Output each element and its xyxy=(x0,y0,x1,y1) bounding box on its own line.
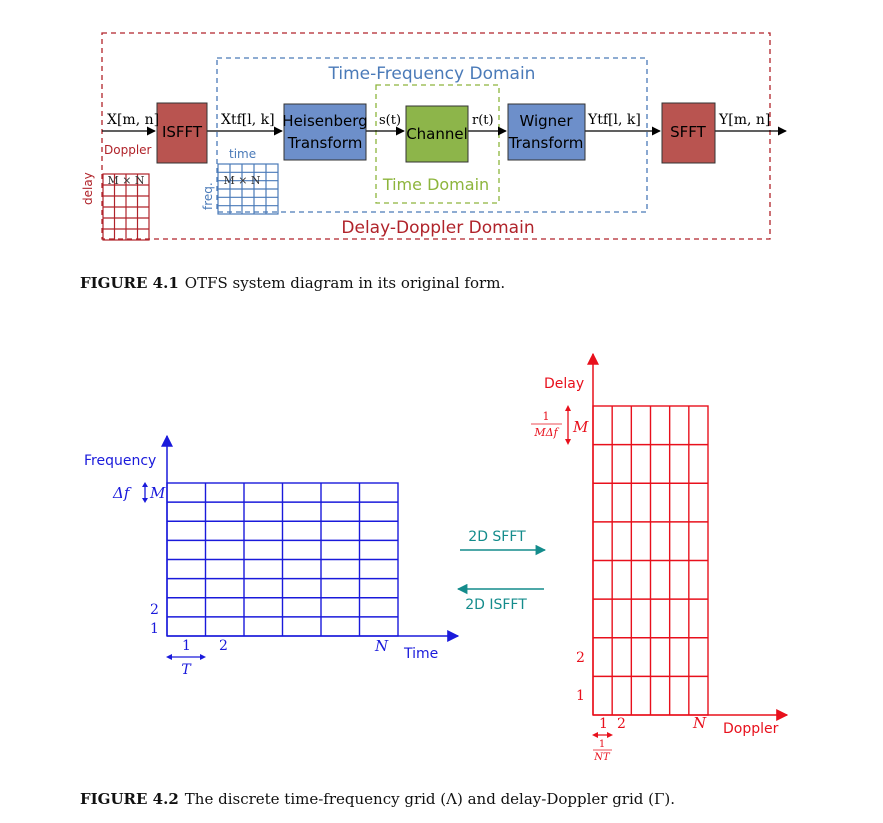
channel-block xyxy=(405,105,469,163)
tf-delta-f-arrowhead-top xyxy=(142,482,148,487)
dd-axis-x-label: Doppler xyxy=(723,721,779,737)
heisenberg-label-line1: Heisenberg xyxy=(282,112,367,130)
dd-m-label: M xyxy=(572,418,589,436)
small-dd-doppler-label: Doppler xyxy=(104,143,152,157)
figure-4-2-caption-label: FIGURE 4.2 xyxy=(80,790,179,808)
inverse-transform-label: 2D ISFFT xyxy=(465,597,527,613)
time-domain-label: Time Domain xyxy=(382,175,489,194)
wigner-block xyxy=(507,103,586,161)
time-frequency-domain-label: Time-Frequency Domain xyxy=(328,64,536,84)
tf-tick-1-y: 1 xyxy=(150,621,159,637)
dd-y-spacing-den: MΔf xyxy=(533,426,559,439)
sfft-label: SFFT xyxy=(670,123,707,141)
delay-doppler-domain-label: Delay-Doppler Domain xyxy=(341,218,534,238)
x-dd-label: X[m, n] xyxy=(107,112,159,128)
tf-x-spacing-arrowhead-right xyxy=(200,654,206,660)
dd-axis-y-label: Delay xyxy=(544,376,584,392)
dd-x-spacing-num: 1 xyxy=(599,739,605,750)
small-tf-time-label: time xyxy=(229,147,256,161)
tf-m-label: M xyxy=(149,484,166,502)
small-dd-grid: Doppler delay M × N xyxy=(81,143,152,241)
tf-delta-f-label: Δf xyxy=(112,484,132,502)
figure-4-1-caption-text: OTFS system diagram in its original form… xyxy=(184,274,506,292)
small-dd-delay-label: delay xyxy=(81,172,95,205)
tf-axis-y-label: Frequency xyxy=(84,453,156,469)
dd-tick-2-y: 2 xyxy=(576,650,585,666)
figure-4-1-caption: FIGURE 4.1 OTFS system diagram in its ori… xyxy=(80,274,505,292)
channel-label: Channel xyxy=(406,125,468,143)
dd-tick-1-y: 1 xyxy=(576,688,585,704)
otfs-system-diagram: Time-Frequency Domain Time Domain Delay-… xyxy=(81,32,787,241)
dd-x-spacing-arrowhead-right xyxy=(607,732,613,738)
dd-x-spacing-den: NT xyxy=(593,752,611,763)
small-tf-mxn: M × N xyxy=(223,174,260,187)
tf-tick-1-x: 1 xyxy=(182,638,191,654)
time-domain-frame xyxy=(375,84,500,204)
time-frequency-domain-frame xyxy=(216,57,648,213)
r-t-label: r(t) xyxy=(472,113,494,128)
figure-4-1-caption-label: FIGURE 4.1 xyxy=(80,274,179,292)
wigner-label-line1: Wigner xyxy=(519,112,573,130)
y-dd-label: Y[m, n] xyxy=(718,112,770,128)
small-dd-mxn: M × N xyxy=(107,174,144,187)
tf-delta-f-arrowhead-bottom xyxy=(142,498,148,503)
dd-y-spacing-num: 1 xyxy=(543,410,550,423)
tf-tick-2-y: 2 xyxy=(150,602,159,618)
dd-grid-plot: Delay Doppler 1 MΔf M 2 1 1 2 N 1 NT xyxy=(531,352,789,763)
wigner-label-line2: Transform xyxy=(508,134,584,152)
dd-tick-2-x: 2 xyxy=(617,716,626,732)
sfft-block xyxy=(661,102,716,164)
figure-4-2-caption-text: The discrete time-frequency grid (Λ) and… xyxy=(184,790,676,808)
s-t-label: s(t) xyxy=(379,113,401,128)
dd-y-spacing-arrowhead-top xyxy=(565,405,571,411)
small-tf-grid: time freq. M × N xyxy=(201,147,279,215)
x-tf-label: Xtf[l, k] xyxy=(221,112,275,128)
tf-n-label: N xyxy=(374,637,389,655)
heisenberg-block xyxy=(283,103,367,161)
forward-transform-label: 2D SFFT xyxy=(468,529,526,545)
tf-axis-x-label: Time xyxy=(403,646,438,662)
isfft-label: ISFFT xyxy=(162,123,203,141)
y-tf-label: Ytf[l, k] xyxy=(587,112,641,128)
tf-x-spacing-arrowhead-left xyxy=(166,654,172,660)
delay-doppler-domain-frame xyxy=(101,32,771,240)
dd-tick-1-x: 1 xyxy=(599,716,608,732)
dd-n-label: N xyxy=(692,714,707,732)
tf-grid-plot: Frequency Time Δf M 2 1 1 2 N T xyxy=(84,434,460,678)
dd-y-spacing-arrowhead-bottom xyxy=(565,439,571,445)
small-tf-freq-label: freq. xyxy=(201,182,215,210)
figure-4-2-caption: FIGURE 4.2 The discrete time-frequency gr… xyxy=(80,790,675,808)
tf-tick-2-x: 2 xyxy=(219,638,228,654)
isfft-block xyxy=(156,102,208,164)
tf-x-spacing-den: T xyxy=(181,662,192,678)
heisenberg-label-line2: Transform xyxy=(287,134,363,152)
dd-x-spacing-arrowhead-left xyxy=(592,732,598,738)
transform-arrows: 2D SFFT 2D ISFFT xyxy=(456,529,547,613)
